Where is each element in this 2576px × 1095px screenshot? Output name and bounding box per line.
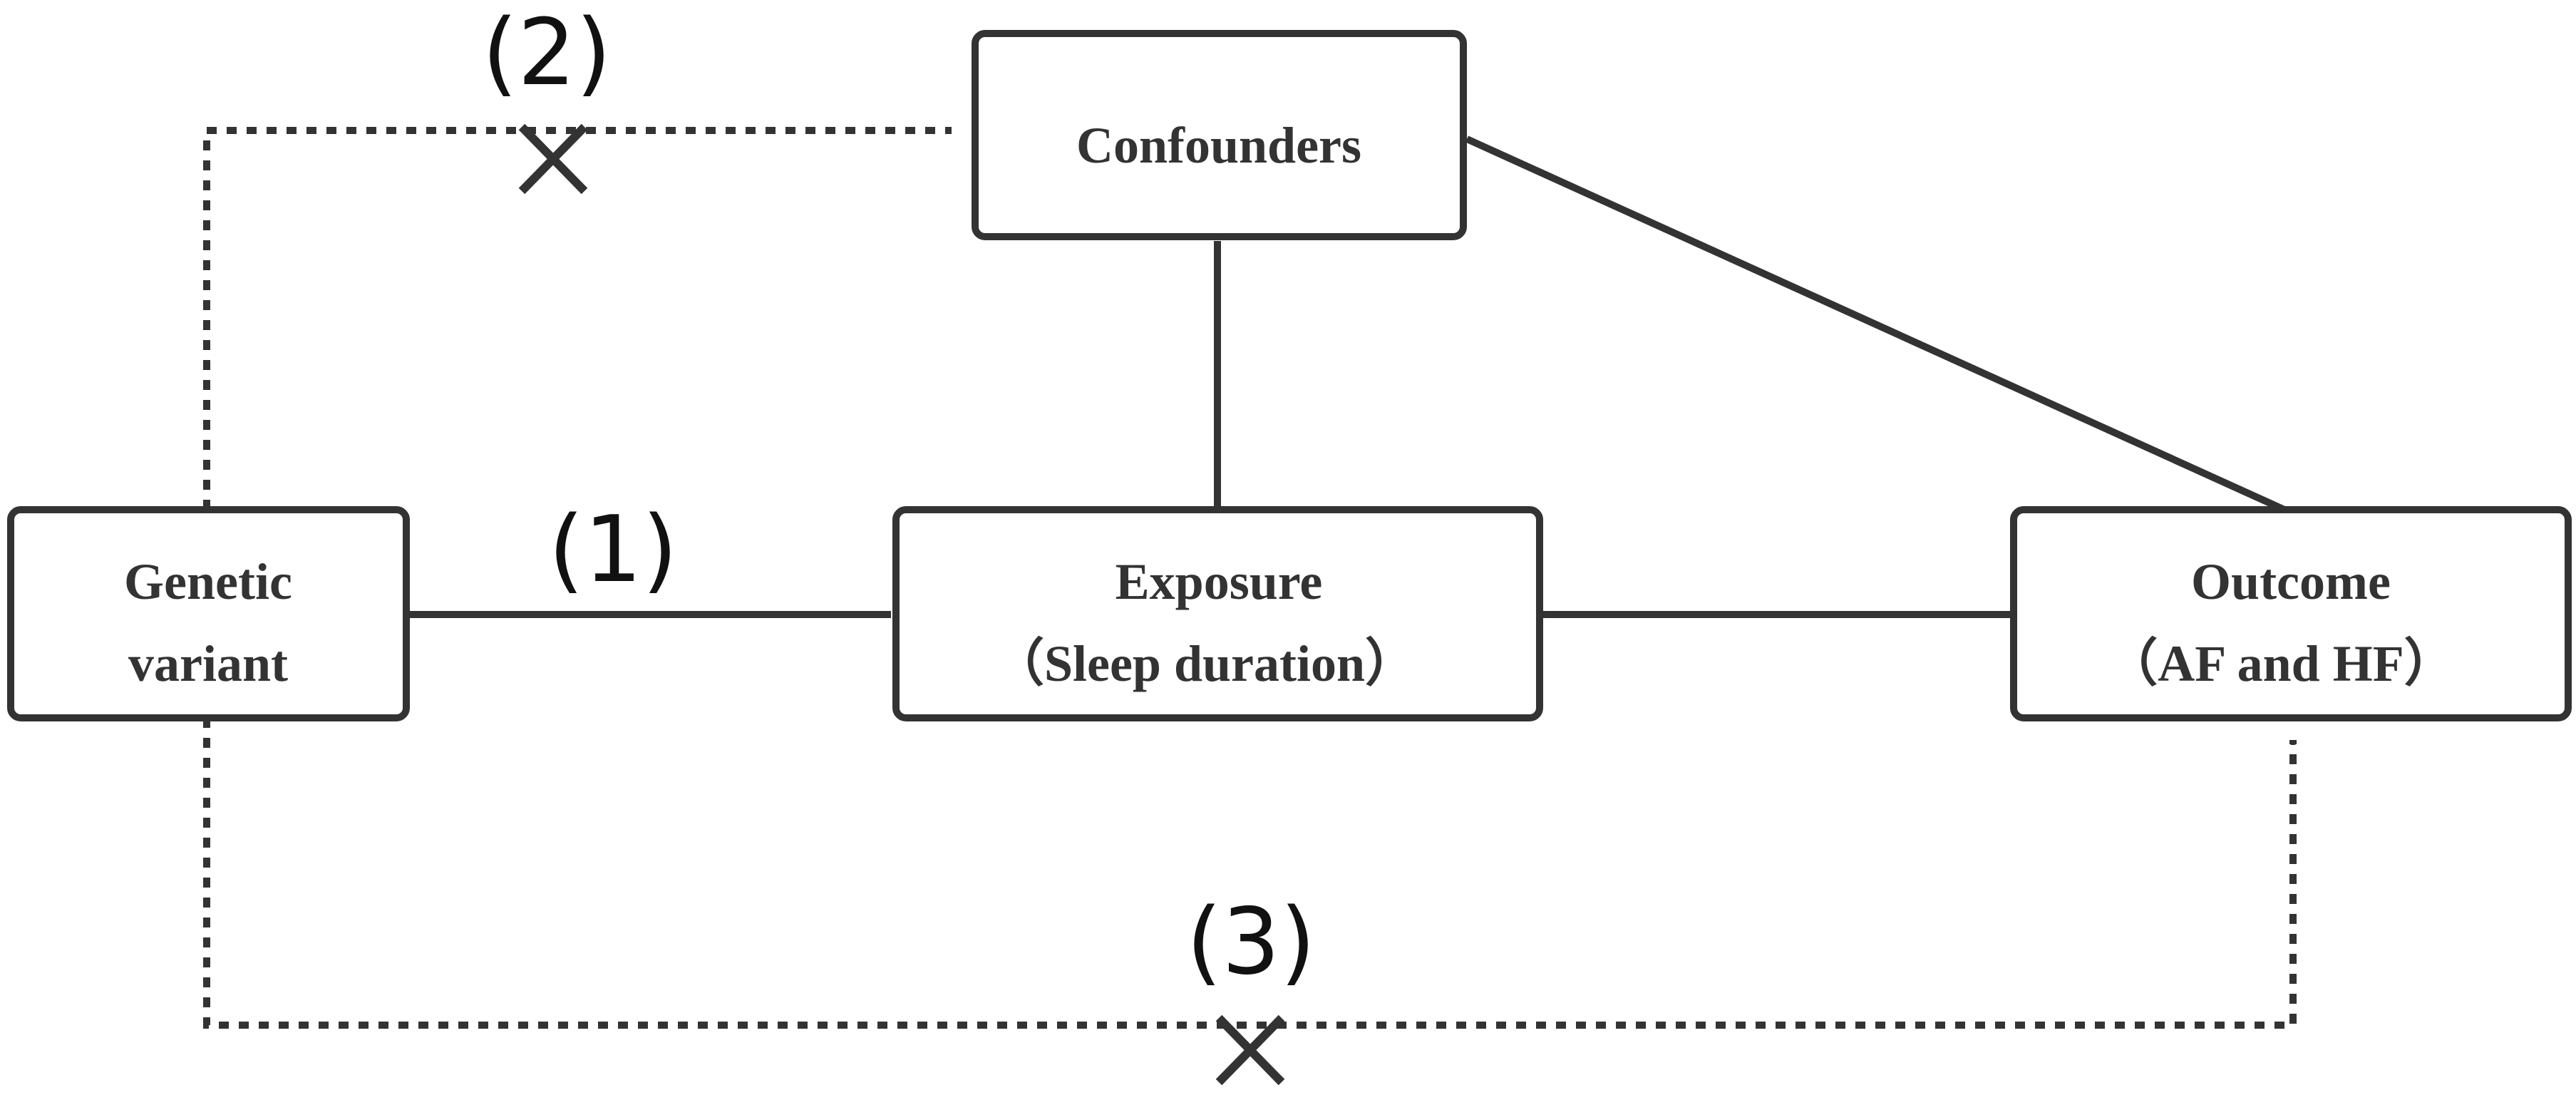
genetic-variant-line2: variant [128,635,288,692]
cross-icon [518,123,588,195]
node-outcome: Outcome （AF and HF） [2010,506,2572,721]
node-genetic-variant: Genetic variant [7,506,410,721]
outcome-line1: Outcome [2191,553,2391,610]
path-label-2: (2) [482,0,611,106]
node-confounders: Confounders [972,30,1467,240]
dotted-path-genetic-to-outcome [203,718,2297,1029]
confounders-label: Confounders [1076,117,1361,174]
dotted-path-genetic-to-confounders [203,127,952,510]
genetic-variant-line1: Genetic [124,553,292,610]
path-label-3: (3) [1186,889,1315,995]
exposure-line2: （Sleep duration） [993,635,1416,692]
cross-icon [1215,1014,1285,1086]
outcome-line2: （AF and HF） [2106,635,2455,692]
arrow-confounders-to-outcome [1465,135,2287,513]
node-exposure: Exposure （Sleep duration） [892,506,1543,721]
path-label-1: (1) [548,497,677,603]
exposure-line1: Exposure [1116,553,1323,610]
